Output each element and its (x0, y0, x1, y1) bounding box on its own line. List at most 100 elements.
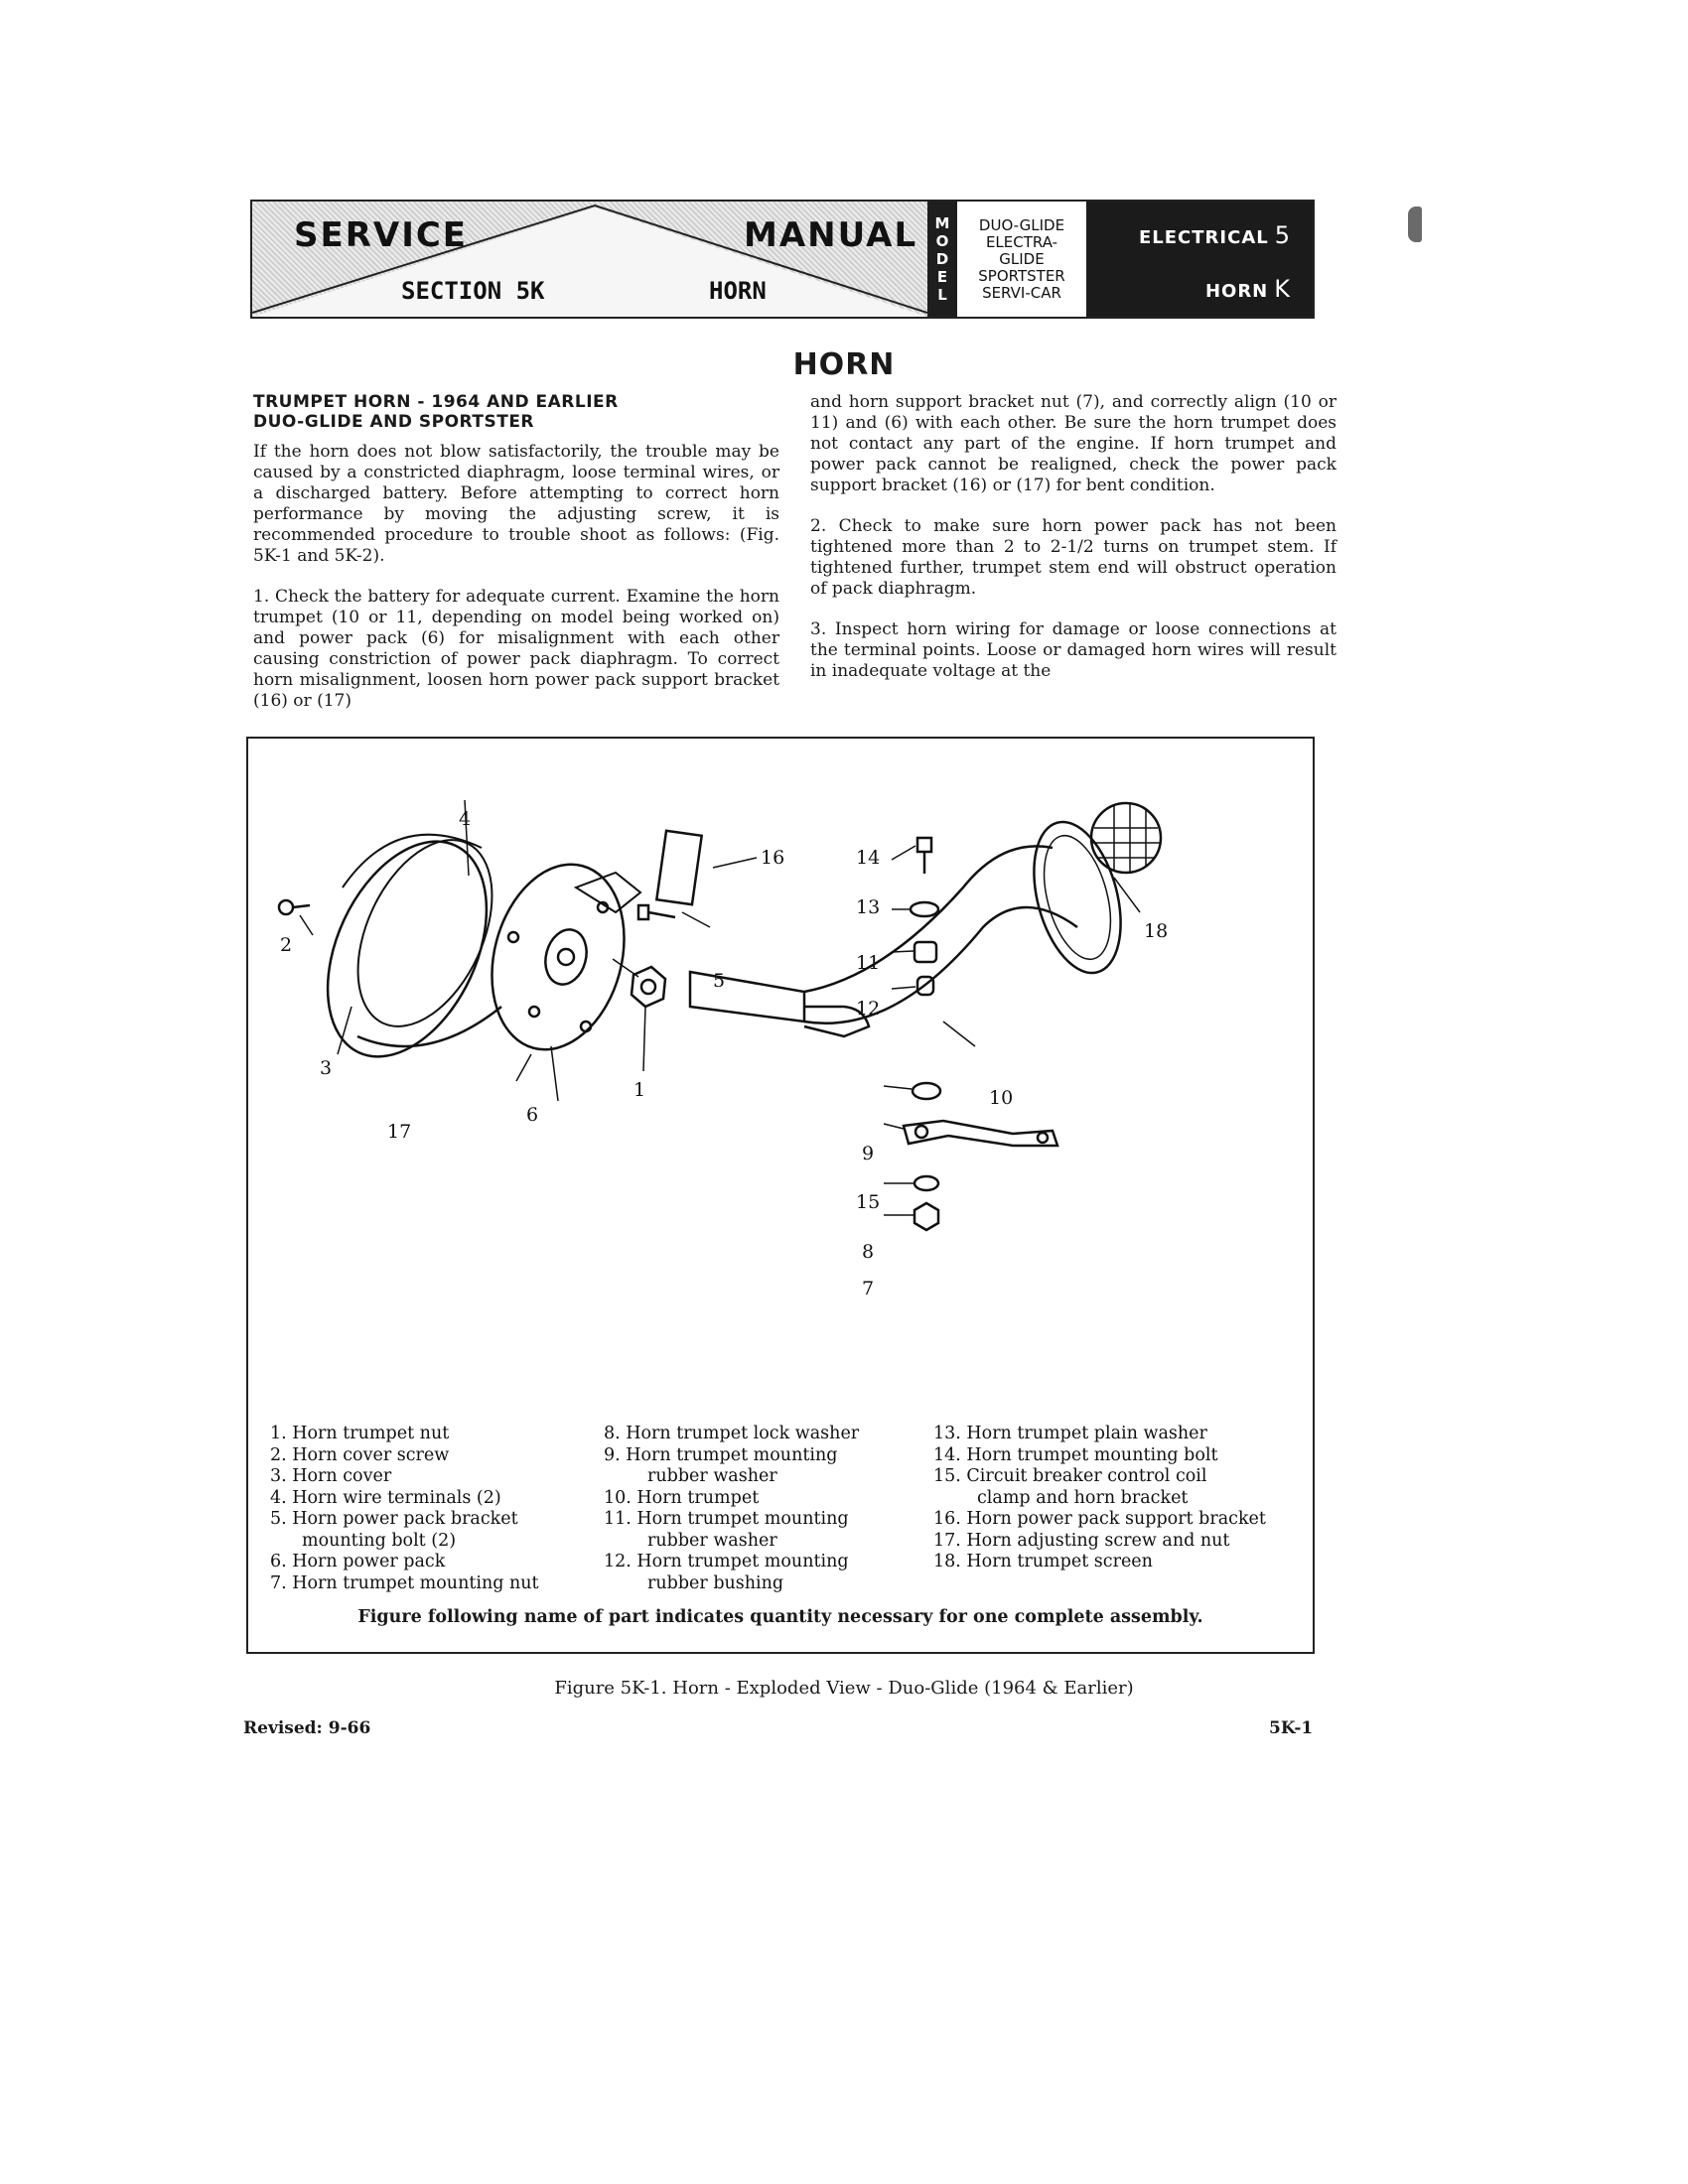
section-subheading-line2: DUO-GLIDE AND SPORTSTER (253, 412, 535, 432)
model-letter: M (934, 214, 950, 232)
header-chevron-graphic (252, 204, 927, 317)
cover-screw-drawing (277, 898, 295, 916)
model-letter: E (936, 268, 948, 286)
lock-washer-drawing (913, 1174, 940, 1192)
step-2-paragraph: 2. Check to make sure horn power pack ha… (810, 516, 1336, 599)
trumpet-stem-drawing (688, 970, 806, 1024)
callout-2: 2 (280, 934, 292, 956)
rubber-washer-drawing (913, 940, 938, 964)
header-model-list: DUO-GLIDE ELECTRA- GLIDE SPORTSTER SERVI… (957, 202, 1086, 317)
callout-12: 12 (856, 998, 880, 1020)
callout-17: 17 (387, 1121, 411, 1143)
legend-item: 8. Horn trumpet lock washer (604, 1424, 860, 1443)
callout-5: 5 (713, 970, 725, 992)
figure-caption: Figure 5K-1. Horn - Exploded View - Duo-… (554, 1678, 1134, 1699)
mounting-nut-drawing (913, 1201, 940, 1232)
step-1-continued-paragraph: and horn support bracket nut (7), and co… (810, 392, 1336, 495)
callout-16: 16 (761, 847, 784, 869)
legend-item-continued: rubber washer (647, 1530, 777, 1551)
header-manual-text: MANUAL (744, 215, 918, 255)
horn-cover-drawing (326, 840, 489, 1058)
step-1-paragraph: 1. Check the battery for adequate curren… (253, 587, 779, 711)
legend-item-continued: rubber washer (647, 1466, 777, 1486)
callout-14: 14 (856, 847, 880, 869)
callout-10: 10 (989, 1087, 1013, 1109)
callout-6: 6 (526, 1104, 538, 1126)
step-3-paragraph: 3. Inspect horn wiring for damage or loo… (810, 619, 1336, 681)
callout-11: 11 (856, 952, 880, 974)
legend-item: 16. Horn power pack support bracket (933, 1509, 1266, 1529)
figure-quantity-note: Figure following name of part indicates … (357, 1607, 1203, 1627)
callout-1: 1 (633, 1079, 645, 1101)
callout-9: 9 (862, 1143, 874, 1164)
callout-13: 13 (856, 896, 880, 918)
model-letter: D (935, 250, 949, 268)
model-letter: O (935, 232, 949, 250)
header-service-text: SERVICE (294, 215, 469, 255)
model-name: DUO-GLIDE (978, 215, 1065, 234)
legend-item: 6. Horn power pack (270, 1552, 446, 1571)
intro-paragraph: If the horn does not blow satisfactorily… (253, 442, 779, 566)
legend-item: 5. Horn power pack bracket (270, 1509, 518, 1529)
plain-washer-drawing (909, 900, 940, 918)
callout-15: 15 (856, 1191, 880, 1213)
page-number: 5K-1 (1269, 1718, 1314, 1738)
support-bracket-drawing (654, 829, 704, 906)
callout-3: 3 (320, 1057, 332, 1079)
callout-4: 4 (459, 808, 471, 830)
left-text-column: TRUMPET HORN - 1964 AND EARLIER DUO-GLID… (253, 392, 779, 732)
rubber-washer-9-drawing (911, 1081, 942, 1101)
legend-item-continued: rubber bushing (647, 1572, 784, 1593)
legend-item: 14. Horn trumpet mounting bolt (933, 1444, 1218, 1465)
header-banner: SERVICE MANUAL SECTION 5K HORN M O D E L… (250, 200, 1315, 319)
power-pack-drawing (491, 863, 626, 1051)
legend-item: 18. Horn trumpet screen (933, 1552, 1153, 1571)
trumpet-nut-drawing (630, 965, 667, 1009)
legend-item: 7. Horn trumpet mounting nut (270, 1572, 539, 1593)
legend-item: 17. Horn adjusting screw and nut (933, 1530, 1230, 1551)
legend-item: 12. Horn trumpet mounting (604, 1552, 849, 1571)
exploded-view-figure: 1 2 3 4 5 6 7 8 9 10 11 12 13 14 15 16 1… (246, 737, 1315, 1654)
parts-legend-col3: 13. Horn trumpet plain washer 14. Horn t… (933, 1424, 1266, 1573)
parts-legend-col1: 1. Horn trumpet nut 2. Horn cover screw … (270, 1424, 539, 1594)
callout-7: 7 (862, 1278, 874, 1299)
legend-item: 9. Horn trumpet mounting (604, 1444, 838, 1465)
legend-item: 4. Horn wire terminals (2) (270, 1487, 501, 1508)
legend-item-continued: mounting bolt (2) (302, 1530, 457, 1551)
page-edge-mark (1408, 206, 1422, 242)
parts-legend-col2: 8. Horn trumpet lock washer 9. Horn trum… (604, 1424, 859, 1594)
right-text-column: and horn support bracket nut (7), and co… (810, 392, 1336, 702)
legend-item: 1. Horn trumpet nut (270, 1424, 450, 1443)
header-section-label: SECTION 5K (401, 277, 545, 305)
exploded-view-drawing: 1 2 3 4 5 6 7 8 9 10 11 12 13 14 15 16 1… (277, 799, 1168, 1299)
legend-item: 3. Horn cover (270, 1466, 392, 1486)
callout-18: 18 (1144, 920, 1168, 942)
header-title-panel: SERVICE MANUAL SECTION 5K HORN (252, 202, 927, 317)
legend-item: 2. Horn cover screw (270, 1444, 450, 1465)
header-model-strip: M O D E L (927, 202, 957, 317)
legend-item: 10. Horn trumpet (604, 1487, 760, 1508)
model-name: GLIDE (999, 249, 1045, 268)
legend-item: 13. Horn trumpet plain washer (933, 1424, 1207, 1443)
revision-date: Revised: 9-66 (243, 1718, 371, 1738)
mounting-bolt-drawing (915, 836, 933, 854)
rubber-bushing-drawing (915, 975, 935, 997)
trumpet-screen-drawing (1089, 801, 1163, 875)
trumpet-bell-drawing (1033, 820, 1122, 975)
legend-item: 15. Circuit breaker control coil (933, 1466, 1207, 1486)
legend-item: 11. Horn trumpet mounting (604, 1509, 849, 1529)
header-topic-label: HORN (709, 277, 767, 305)
coil-clamp-bracket-drawing (902, 1119, 1059, 1148)
callout-8: 8 (862, 1241, 874, 1263)
section-subheading-line1: TRUMPET HORN - 1964 AND EARLIER (253, 392, 619, 412)
model-name: ELECTRA- (985, 232, 1058, 251)
page-title: HORN (792, 347, 896, 382)
model-name: SERVI-CAR (982, 283, 1061, 302)
model-name: SPORTSTER (978, 266, 1065, 285)
legend-item-continued: clamp and horn bracket (977, 1487, 1189, 1508)
model-letter: L (937, 286, 947, 304)
